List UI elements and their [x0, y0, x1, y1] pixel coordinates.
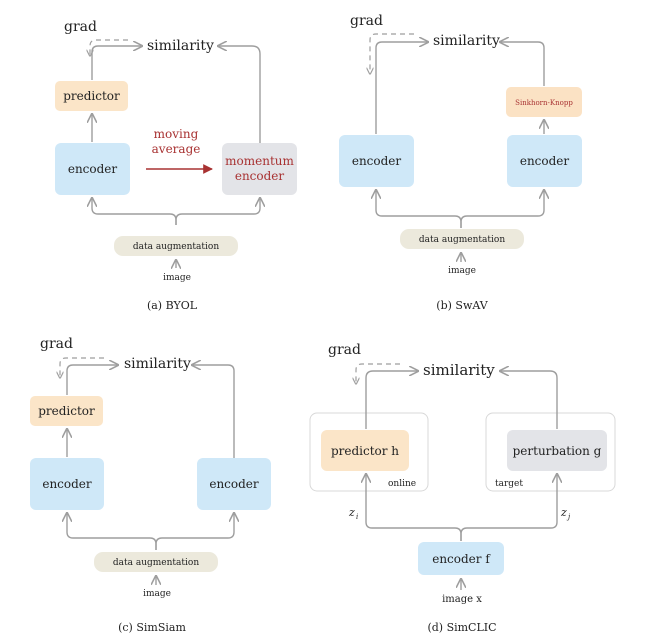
panel-swav: grad similarity Sinkhorn-Knopp encoder e… [339, 13, 582, 312]
simclic-grad-dashed-arrow [356, 363, 400, 384]
simsiam-encoder-left-label: encoder [42, 477, 92, 491]
byol-image-label: image [163, 273, 191, 283]
byol-caption: (a) BYOL [147, 299, 198, 312]
simsiam-predictor-to-similarity-arrow [66, 365, 118, 395]
simclic-online-group [309, 412, 429, 492]
simclic-encoder-box [418, 542, 504, 575]
swav-encoder-left-box [339, 135, 414, 187]
simsiam-encoder-right-box [197, 458, 271, 510]
simsiam-augmentation-box [94, 552, 218, 572]
simclic-predictor-to-similarity-arrow [365, 371, 418, 429]
simclic-predictor-box [321, 430, 409, 471]
swav-grad-label: grad [350, 13, 383, 29]
simclic-z-right: z [560, 506, 567, 519]
simsiam-right-encoder-to-similarity-arrow [192, 365, 235, 458]
swav-fork-right-arrow [460, 190, 544, 228]
simsiam-fork-left-arrow [67, 513, 157, 550]
swav-sinkhorn-label: Sinkhorn-Knopp [515, 99, 573, 107]
swav-left-encoder-to-similarity-arrow [375, 42, 428, 134]
simclic-grad-label: grad [328, 342, 361, 358]
simsiam-image-label: image [143, 589, 171, 599]
byol-momentum-to-similarity-arrow [218, 46, 261, 143]
swav-encoder-right-box [507, 135, 582, 187]
simclic-perturbation-to-similarity-arrow [500, 371, 558, 429]
simclic-target-group [485, 412, 616, 492]
simsiam-predictor-box [30, 396, 103, 426]
simclic-z-left: z [348, 506, 355, 519]
simclic-z-left-sub: i [356, 513, 358, 521]
swav-right-to-similarity-arrow [500, 42, 545, 86]
simclic-target-label: target [495, 479, 523, 489]
simclic-caption: (d) SimCLIC [427, 621, 496, 634]
simclic-image-label: image x [442, 594, 482, 605]
byol-fork-left-arrow [92, 198, 177, 225]
simsiam-similarity-label: similarity [124, 356, 191, 372]
swav-encoder-left-label: encoder [352, 154, 402, 168]
simclic-perturbation-box [507, 430, 607, 471]
swav-grad-dashed-arrow [370, 33, 414, 74]
byol-augmentation-box [114, 236, 238, 256]
simsiam-encoder-left-box [30, 458, 104, 510]
byol-encoder-label: encoder [68, 162, 118, 176]
byol-fork-right-arrow [175, 198, 260, 225]
swav-similarity-label: similarity [433, 33, 500, 49]
simsiam-augmentation-label: data augmentation [113, 558, 199, 568]
swav-fork-left-arrow [376, 190, 462, 228]
simclic-similarity-label: similarity [423, 361, 495, 379]
byol-moving-average-line1: moving [154, 127, 199, 141]
simsiam-fork-right-arrow [155, 513, 234, 550]
simclic-fork-right-arrow [460, 474, 557, 541]
byol-grad-label: grad [64, 19, 97, 35]
simsiam-grad-label: grad [40, 336, 73, 352]
simsiam-encoder-right-label: encoder [209, 477, 259, 491]
swav-augmentation-label: data augmentation [419, 235, 505, 245]
panel-byol: grad similarity predictor encoder moving… [55, 19, 297, 312]
simclic-predictor-label: predictor h [331, 444, 399, 458]
simclic-encoder-label: encoder f [432, 552, 491, 566]
simsiam-caption: (c) SimSiam [118, 621, 186, 634]
byol-predictor-box [55, 81, 128, 111]
swav-encoder-right-label: encoder [520, 154, 570, 168]
byol-momentum-line2: encoder [235, 169, 285, 183]
simsiam-predictor-label: predictor [38, 404, 95, 418]
simclic-perturbation-label: perturbation g [513, 444, 602, 458]
byol-moving-average-line2: average [152, 142, 201, 156]
panel-simsiam: grad similarity predictor encoder encode… [30, 336, 271, 634]
byol-similarity-label: similarity [147, 38, 214, 54]
swav-image-label: image [448, 266, 476, 276]
byol-momentum-encoder-box [222, 143, 297, 195]
byol-predictor-label: predictor [63, 89, 120, 103]
byol-momentum-line1: momentum [225, 154, 294, 168]
panel-simclic: grad similarity predictor h perturbation… [309, 342, 616, 634]
byol-predictor-to-similarity-arrow [91, 46, 142, 80]
byol-augmentation-label: data augmentation [133, 242, 219, 252]
simclic-z-right-sub: j [566, 513, 571, 521]
simclic-online-label: online [388, 479, 416, 489]
byol-grad-dashed-arrow [90, 39, 128, 56]
swav-augmentation-box [400, 229, 524, 249]
byol-encoder-box [55, 143, 130, 195]
swav-sinkhorn-box [506, 87, 582, 117]
swav-caption: (b) SwAV [436, 299, 488, 312]
simsiam-grad-dashed-arrow [60, 357, 104, 378]
